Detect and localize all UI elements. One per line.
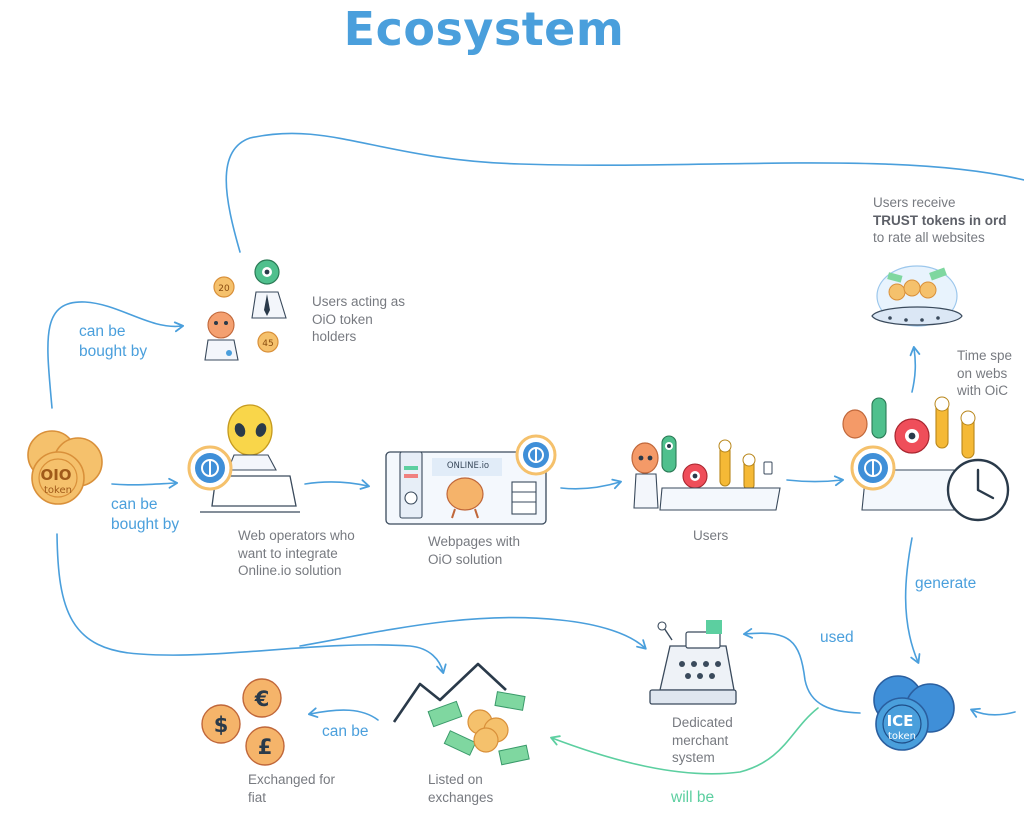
trust-label-line1: Users receive <box>873 195 956 210</box>
exchanges-label: Listed on exchanges <box>428 772 494 805</box>
holders-label: Users acting as OiO token holders <box>312 294 406 344</box>
arrow-ice-to-exchanges <box>550 707 819 775</box>
edge-label-generate: generate <box>915 575 977 592</box>
arrow-oio-to-holders <box>47 301 185 409</box>
svg-text:token: token <box>44 485 72 496</box>
arrow-ice-to-merchant <box>742 628 861 714</box>
svg-text:token: token <box>888 731 916 742</box>
edge-label-will-be: will be <box>671 789 715 806</box>
token-holders-icon: 20 45 <box>204 259 287 361</box>
cash-register-icon <box>649 620 737 705</box>
arrow-top-loop <box>225 132 1024 253</box>
edge-label-bought-by-top: can be bought by <box>79 323 148 360</box>
merchant-label: Dedicated merchant system <box>672 715 733 765</box>
arrow-oio-to-operators <box>111 477 179 489</box>
svg-text:OIO: OIO <box>40 466 71 484</box>
time-label-line2: on webs <box>957 365 1008 381</box>
trust-ufo-icon <box>871 265 963 327</box>
time-label-line1: Time spe <box>957 348 1013 363</box>
fiat-label: Exchanged for fiat <box>248 772 336 805</box>
trust-label: Users receive TRUST tokens in ord to rat… <box>873 194 1024 247</box>
fiat-coins-icon: € $ £ <box>201 678 285 766</box>
operators-label: Web operators who want to integrate Onli… <box>238 528 355 578</box>
svg-text:£: £ <box>258 735 273 759</box>
users-label: Users <box>693 528 729 543</box>
users-group-icon <box>631 435 781 511</box>
edge-label-bought-by-mid: can be bought by <box>111 496 180 533</box>
arrow-oio-to-exchanges <box>56 533 447 674</box>
svg-text:$: $ <box>214 713 229 737</box>
webpages-icon: ONLINE.io <box>385 434 557 525</box>
arrow-operators-to-webpages <box>304 479 370 490</box>
time-label-line3: with OiC <box>957 383 1009 398</box>
web-operator-icon <box>187 404 300 513</box>
svg-text:45: 45 <box>262 339 273 349</box>
arrow-users-to-time <box>786 475 845 487</box>
page-title: Ecosystem <box>343 2 625 56</box>
arrow-oio-to-merchant <box>299 616 647 650</box>
svg-text:ONLINE.io: ONLINE.io <box>447 461 489 471</box>
trust-label-line2: TRUST tokens in ord <box>873 212 1007 228</box>
arrow-webpages-to-users <box>560 478 622 490</box>
edge-label-used: used <box>820 629 854 646</box>
svg-text:20: 20 <box>218 284 230 294</box>
arrow-exchanges-to-fiat <box>308 707 379 721</box>
trust-label-line3: to rate all websites <box>873 230 985 245</box>
oio-token-stack-icon: OIO token <box>27 430 103 505</box>
arrow-time-to-ice <box>904 537 921 664</box>
exchange-chart-icon <box>392 662 530 766</box>
time-spent-label: Time spe on webs with OiC <box>957 347 1024 400</box>
ice-token-stack-icon: ICE token <box>873 675 955 751</box>
arrow-right-to-ice <box>970 707 1016 718</box>
arrow-time-to-trust <box>909 345 921 393</box>
time-spent-icon <box>842 396 1010 522</box>
svg-text:€: € <box>254 687 270 711</box>
webpages-label: Webpages with OiO solution <box>428 534 521 567</box>
svg-text:ICE: ICE <box>887 712 914 730</box>
edge-label-can-be: can be <box>322 723 369 740</box>
